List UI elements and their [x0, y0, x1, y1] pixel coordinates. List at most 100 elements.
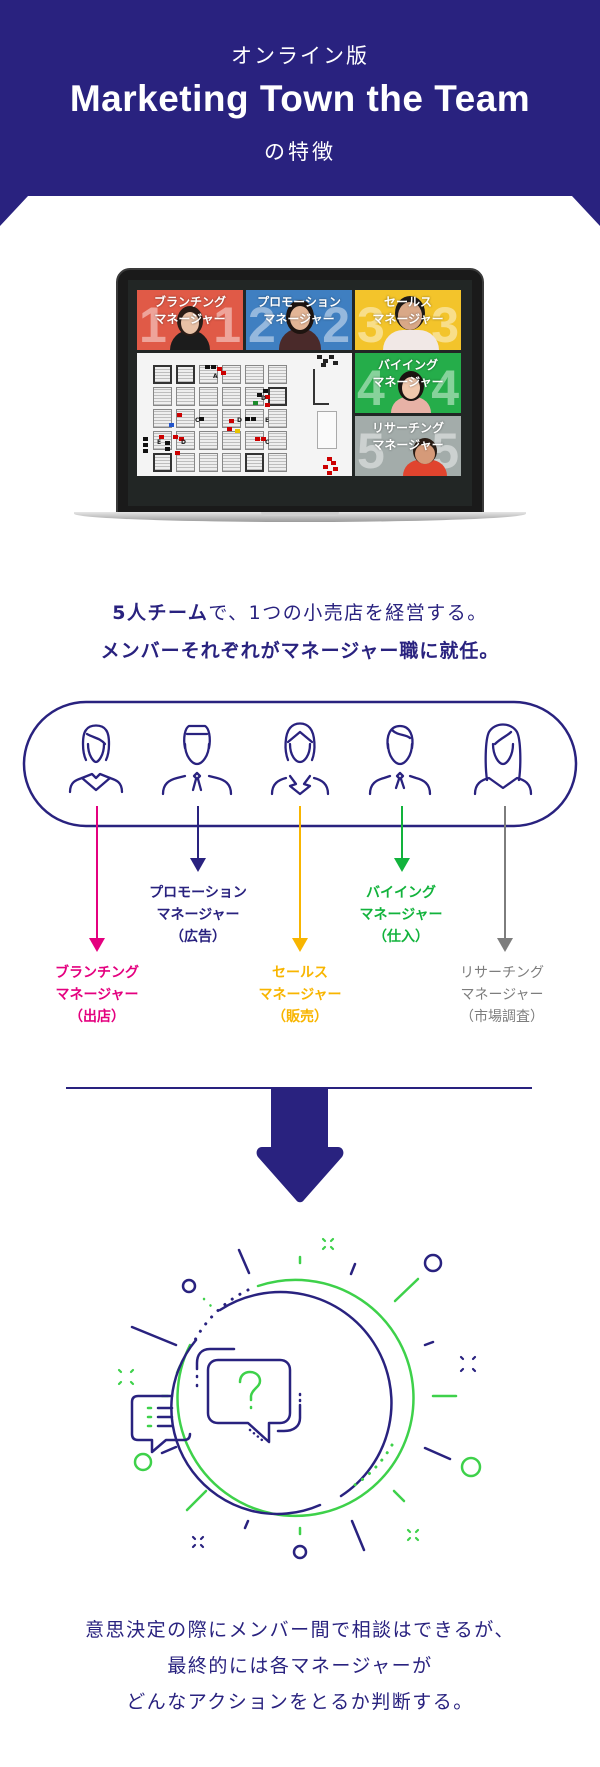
tile-number-left: 3	[357, 297, 385, 350]
role-title: マネージャー	[359, 907, 443, 923]
game-piece	[205, 365, 210, 369]
game-piece	[143, 443, 148, 447]
game-piece	[321, 363, 326, 367]
game-piece	[263, 389, 268, 393]
game-piece	[265, 395, 270, 399]
sparkle-icon	[117, 1368, 135, 1386]
game-piece	[217, 367, 222, 371]
board-card	[245, 365, 264, 384]
game-piece	[221, 371, 226, 375]
board-card	[153, 387, 172, 406]
tile-label-line2: マネージャー	[372, 312, 444, 326]
game-piece	[165, 441, 170, 445]
role-sales: セールス マネージャー （販売）	[225, 962, 375, 1028]
board-card	[153, 409, 172, 428]
board-card	[245, 387, 264, 406]
video-tile-5: 5 5 リサーチングマネージャー	[355, 416, 461, 476]
role-duty: （広告）	[170, 929, 226, 945]
consultation-illustration	[117, 1237, 482, 1560]
tile-number-left: 5	[357, 423, 385, 476]
sparkle-icon	[406, 1528, 420, 1542]
board-side-panel	[317, 411, 337, 449]
role-name: バイイング	[366, 885, 436, 901]
outer-ring	[176, 1278, 415, 1518]
role-name: セールス	[272, 965, 328, 981]
game-piece	[177, 413, 182, 417]
closing-line2: 最終的には各マネージャーが	[167, 1655, 433, 1677]
board-card	[199, 387, 218, 406]
video-tile-2: 2 2 プロモーションマネージャー	[246, 290, 352, 350]
participant-avatar	[383, 294, 439, 350]
board-card	[176, 453, 195, 472]
board-label: E	[157, 439, 162, 446]
video-tile-4: 4 4 バイイングマネージャー	[355, 353, 461, 413]
game-piece	[261, 437, 266, 441]
participant-avatar	[170, 300, 210, 350]
game-piece	[143, 437, 148, 441]
decor-circle	[423, 1253, 443, 1273]
board-card	[222, 387, 241, 406]
game-piece	[199, 417, 204, 421]
role-title: マネージャー	[156, 907, 240, 923]
tile-label-line2: マネージャー	[154, 312, 226, 326]
participant-avatar	[391, 369, 431, 413]
board-card	[199, 453, 218, 472]
role-duty: （販売）	[272, 1009, 328, 1025]
board-card	[222, 453, 241, 472]
board-card	[268, 431, 287, 450]
game-piece	[327, 471, 332, 475]
tile-label-line1: バイイング	[377, 358, 438, 372]
chat-bubbles-icon	[130, 1347, 302, 1454]
team-diagram-graphic	[22, 700, 578, 952]
man-tie-icon	[161, 724, 233, 796]
team-roles-diagram: ブランチング マネージャー （出店） プロモーション マネージャー （広告） セ…	[0, 690, 600, 1040]
game-piece	[323, 359, 328, 363]
role-buying: バイイング マネージャー （仕入）	[326, 882, 476, 948]
board-card	[176, 387, 195, 406]
game-piece	[245, 417, 250, 421]
game-piece	[265, 403, 270, 407]
game-piece	[333, 361, 338, 365]
decor-circle	[181, 1278, 197, 1294]
game-piece	[327, 457, 332, 461]
header-banner: オンライン版 Marketing Town the Team の特徴	[0, 0, 600, 226]
tile-label-line1: リサーチング	[371, 421, 444, 435]
tile-label-line2: マネージャー	[372, 438, 444, 452]
tile-label-line1: ブランチング	[153, 295, 226, 309]
page-title: Marketing Town the Team	[69, 78, 531, 119]
board-card	[245, 453, 264, 472]
game-piece	[159, 435, 164, 439]
game-piece	[235, 429, 240, 433]
board-card	[199, 431, 218, 450]
arrow-head-icon	[292, 938, 308, 952]
board-label: D	[181, 439, 186, 446]
arrow-head-icon	[394, 858, 410, 872]
inner-ring	[218, 1290, 393, 1498]
sparkle-icon	[191, 1535, 205, 1549]
participant-avatar	[279, 296, 321, 350]
role-title: マネージャー	[258, 987, 342, 1003]
game-piece	[251, 417, 256, 421]
game-piece	[329, 355, 334, 359]
arrow-head-icon	[497, 938, 513, 952]
tile-label-line2: マネージャー	[372, 375, 444, 389]
decor-circle	[133, 1452, 153, 1472]
closing-statement: 意思決定の際にメンバー間で相談はできるが、 最終的には各マネージャーが どんなア…	[0, 1612, 600, 1720]
game-piece	[175, 451, 180, 455]
header-background	[0, 0, 600, 226]
statement-line1-rest: で、1つの小売店を経営する。	[208, 602, 488, 624]
role-branching: ブランチング マネージャー （出店）	[22, 962, 172, 1028]
laptop-notch	[261, 512, 339, 516]
woman-suit-icon	[270, 722, 330, 796]
closing-line1: 意思決定の際にメンバー間で相談はできるが、	[85, 1619, 515, 1641]
board-label: C	[195, 417, 200, 424]
rays	[130, 1248, 452, 1552]
role-name: ブランチング	[55, 965, 139, 981]
tile-number-left: 4	[357, 360, 385, 413]
video-tile-3: 3 3 セールスマネージャー	[355, 290, 461, 350]
board-label: D	[237, 417, 242, 424]
board-card	[176, 365, 195, 384]
game-piece	[253, 401, 258, 405]
role-duty: （出店）	[69, 1009, 125, 1025]
